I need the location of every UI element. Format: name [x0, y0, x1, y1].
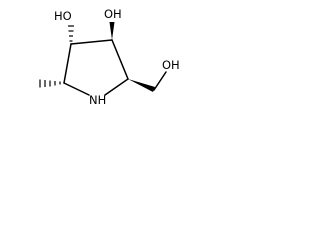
hashed-wedge-c5-methyl [39, 79, 61, 88]
bond-c5-c4 [63, 43, 72, 84]
bond-c2-n [104, 78, 129, 96]
solid-wedge-c3-oh [109, 22, 115, 40]
bond-ch2-oh [153, 71, 167, 91]
atom-label-oh-right: OH [104, 7, 122, 21]
bond-c3-c2 [111, 39, 129, 80]
atom-label-oh-chain: OH [162, 58, 180, 72]
bond-c4-c3 [70, 39, 113, 45]
atom-label-nh: NH [89, 93, 106, 107]
structure-diagram: HO OH NH OH [39, 7, 180, 107]
bond-n-c5 [63, 82, 90, 96]
solid-wedge-c2-ch2 [128, 79, 155, 92]
hashed-wedge-c4-oh [68, 25, 74, 42]
atom-label-ho-left: HO [54, 9, 72, 23]
